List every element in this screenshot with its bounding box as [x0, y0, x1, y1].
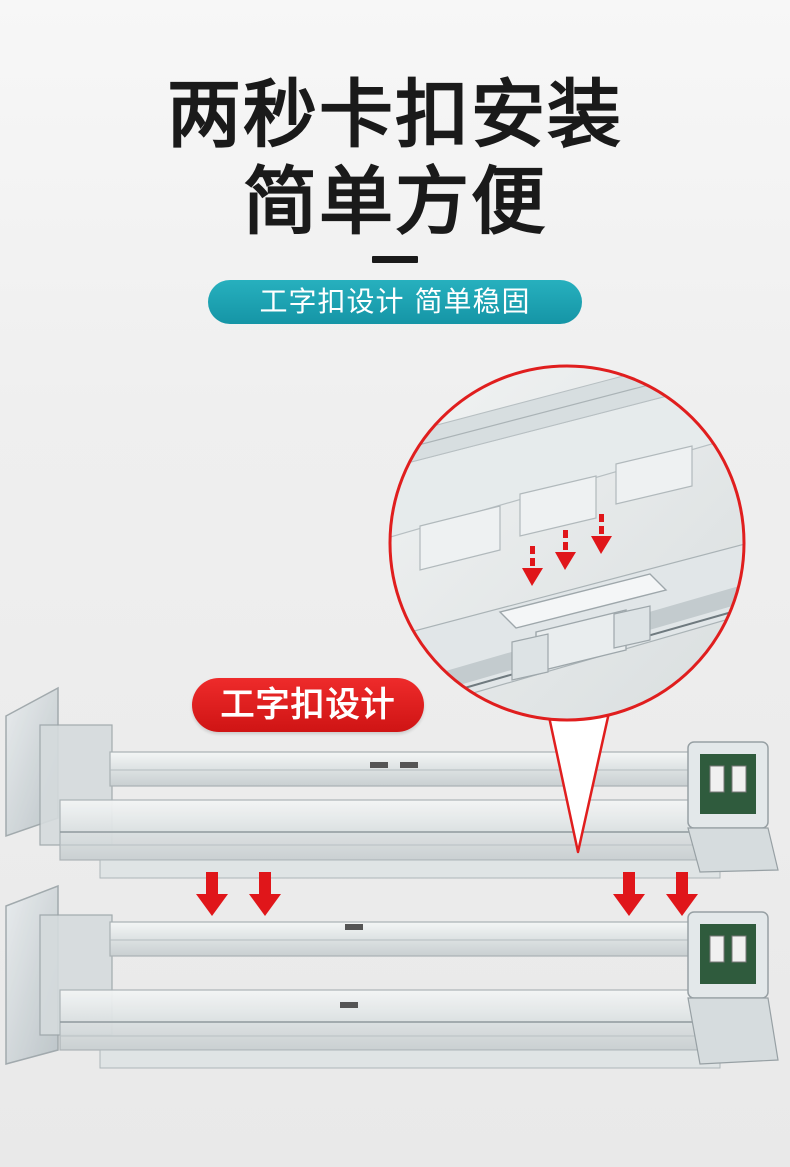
subtitle-pill: 工字扣设计 简单稳固 [208, 280, 582, 324]
down-arrow-icon [613, 872, 645, 916]
callout-badge: 工字扣设计 [192, 678, 424, 732]
down-arrow-icon [249, 872, 281, 916]
dashed-down-arrow-icon [591, 514, 612, 554]
headline-line-2: 简单方便 [243, 159, 547, 245]
down-arrow-icon [196, 872, 228, 916]
headline-line-1: 两秒卡扣安装 [167, 72, 623, 158]
dashed-down-arrow-icon [522, 546, 543, 586]
pcb-board [700, 924, 756, 984]
dashed-down-arrow-icon [555, 530, 576, 570]
upper-light-bar [5, 686, 779, 879]
down-arrow-icon [666, 872, 698, 916]
dashed-down-arrow-icon-group [522, 514, 612, 586]
pcb-board [700, 754, 756, 814]
lower-light-bar [5, 884, 779, 1069]
down-arrow-icon-group [196, 872, 698, 916]
title-divider [372, 256, 418, 263]
zoom-detail-circle [388, 364, 746, 722]
